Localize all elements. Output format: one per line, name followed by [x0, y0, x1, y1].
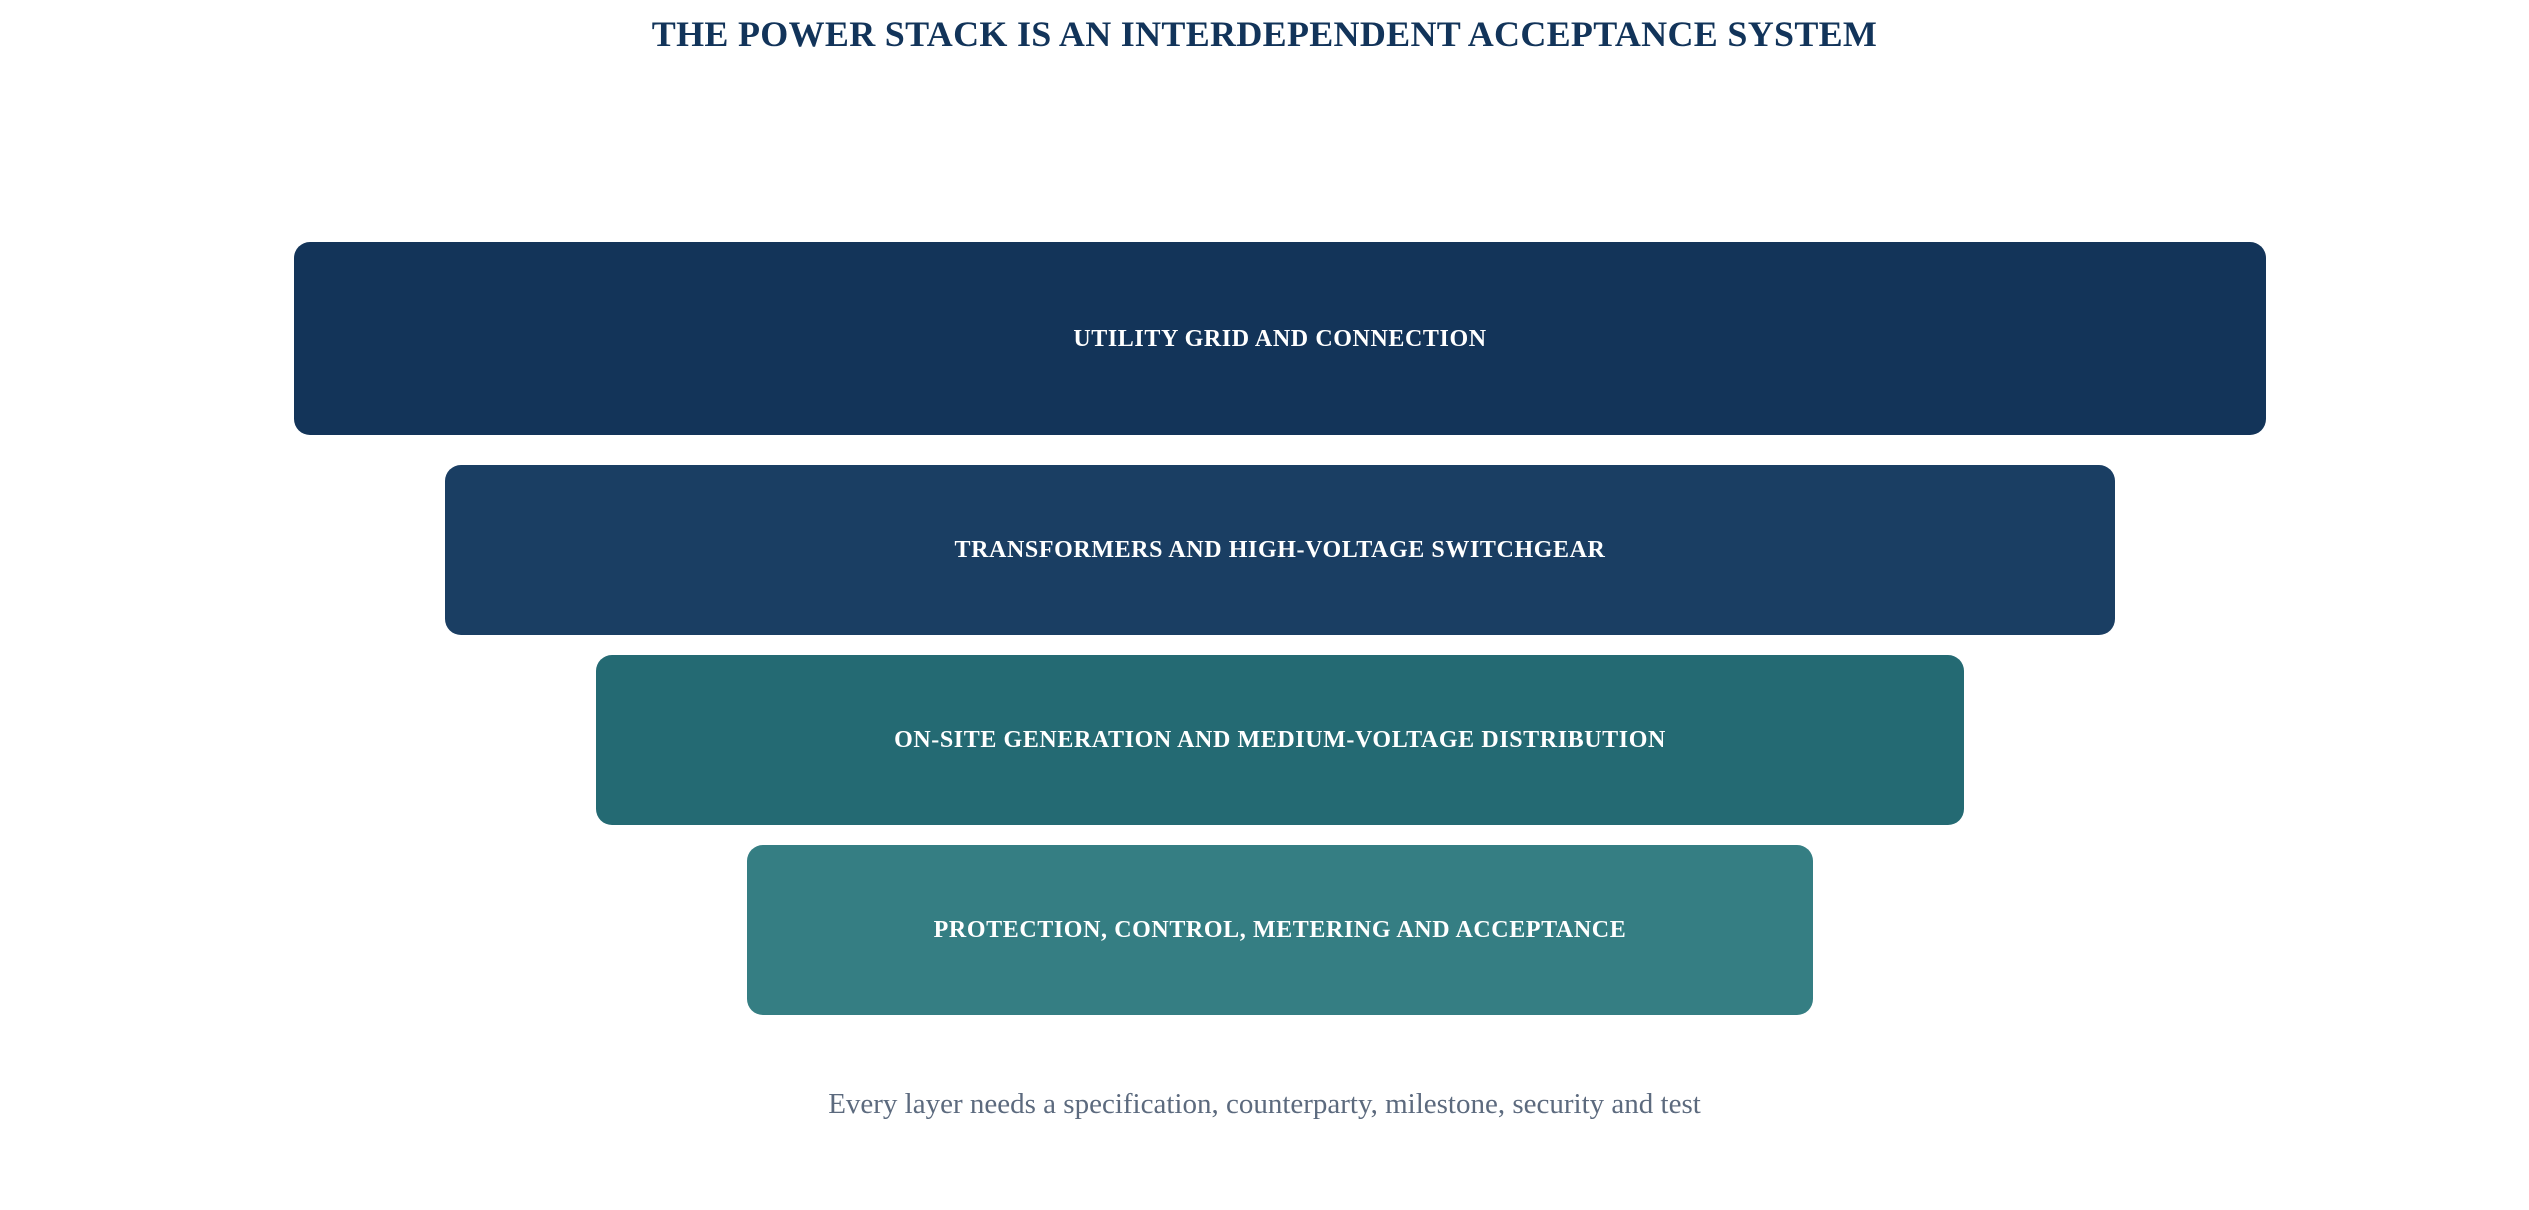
layer-label: UTILITY GRID AND CONNECTION [1073, 325, 1487, 352]
layer-transformers-switchgear: TRANSFORMERS AND HIGH-VOLTAGE SWITCHGEAR [445, 465, 2115, 635]
layer-generation-distribution: ON-SITE GENERATION AND MEDIUM-VOLTAGE DI… [596, 655, 1964, 825]
layer-utility-grid: UTILITY GRID AND CONNECTION [294, 242, 2266, 435]
page-title: THE POWER STACK IS AN INTERDEPENDENT ACC… [651, 14, 1878, 54]
layer-protection-control: PROTECTION, CONTROL, METERING AND ACCEPT… [747, 845, 1813, 1015]
footnote: Every layer needs a specification, count… [828, 1088, 1701, 1120]
layer-label: PROTECTION, CONTROL, METERING AND ACCEPT… [933, 917, 1627, 943]
layer-label: ON-SITE GENERATION AND MEDIUM-VOLTAGE DI… [894, 727, 1666, 753]
layer-label: TRANSFORMERS AND HIGH-VOLTAGE SWITCHGEAR [954, 537, 1606, 563]
